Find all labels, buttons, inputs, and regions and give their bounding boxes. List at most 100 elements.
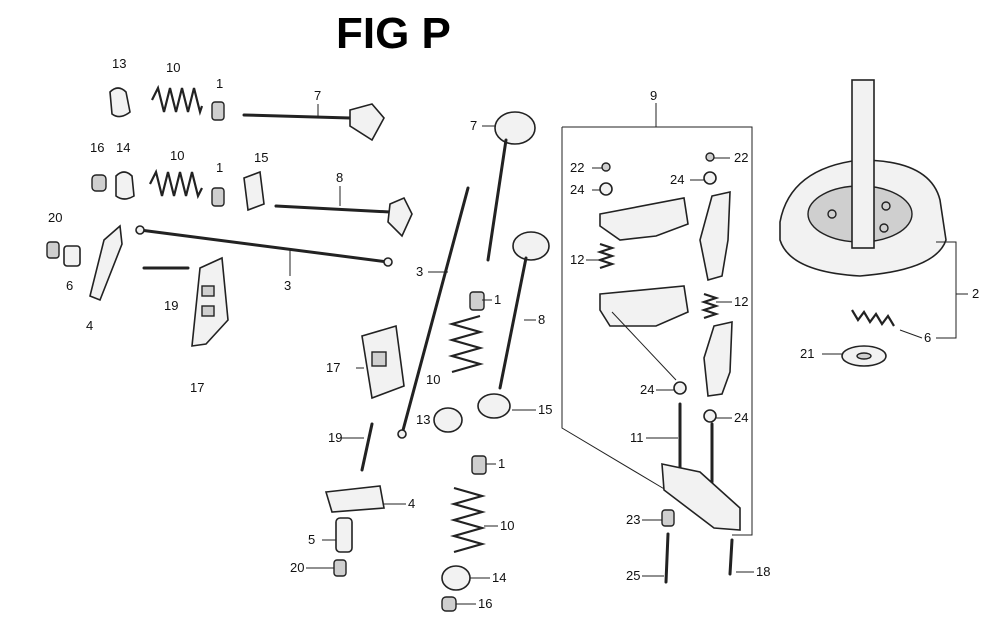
intake-valve-upper <box>242 103 385 142</box>
rocker-arm-center <box>324 485 385 513</box>
spring-12-right <box>700 292 720 320</box>
callout-24: 24 <box>640 382 654 397</box>
bracket-line-2 <box>936 241 968 339</box>
rocker-stud-center <box>360 422 374 472</box>
push-rod-guide-center <box>361 324 405 400</box>
valve-rotator-center-right <box>477 393 511 419</box>
retainer-center-upper <box>469 291 485 311</box>
callout-24: 24 <box>670 172 684 187</box>
callout-22: 22 <box>734 150 748 165</box>
push-rod-guide-left <box>191 256 229 347</box>
valve-cap-left <box>91 174 107 192</box>
callout-5: 5 <box>308 532 315 547</box>
callout-3: 3 <box>284 278 291 293</box>
washer-24-upper-left <box>599 182 613 196</box>
valve-spring-upper <box>151 84 204 116</box>
valve-spring-center <box>447 314 485 374</box>
rocker-bracket-mid-right <box>703 320 733 397</box>
adjust-nut-left <box>46 241 60 259</box>
callout-21: 21 <box>800 346 814 361</box>
rocker-bracket-mid-left <box>599 285 689 327</box>
rocker-arm-left <box>89 224 123 302</box>
rocker-bracket-upper-left <box>599 197 689 241</box>
washer-24-lower-right <box>703 409 717 423</box>
callout-19: 19 <box>164 298 178 313</box>
callout-25: 25 <box>626 568 640 583</box>
figure-title: FIG P <box>336 9 451 58</box>
callout-4: 4 <box>408 496 415 511</box>
callout-2: 2 <box>972 286 979 301</box>
exhaust-valve-center <box>498 231 550 390</box>
callout-24: 24 <box>734 410 748 425</box>
callout-24: 24 <box>570 182 584 197</box>
pivot-center <box>335 517 353 553</box>
callout-18: 18 <box>756 564 770 579</box>
base-plate <box>661 462 741 531</box>
washer-22-left <box>601 162 611 172</box>
leader-lines <box>289 104 923 605</box>
callout-17: 17 <box>190 380 204 395</box>
valve-retainer-mid <box>211 187 225 207</box>
callout-8: 8 <box>538 312 545 327</box>
callout-10: 10 <box>500 518 514 533</box>
stud-11 <box>678 402 714 484</box>
push-rod-center <box>397 186 470 439</box>
washer-24-upper-right <box>703 171 717 185</box>
callout-10: 10 <box>166 60 180 75</box>
valve-rotator-lower <box>441 565 471 591</box>
leader-line-24 <box>611 311 677 381</box>
callout-1: 1 <box>216 76 223 91</box>
callout-14: 14 <box>492 570 506 585</box>
callout-10: 10 <box>426 372 440 387</box>
callout-9: 9 <box>650 88 657 103</box>
callout-12: 12 <box>734 294 748 309</box>
callout-16: 16 <box>478 596 492 611</box>
callout-12: 12 <box>570 252 584 267</box>
callout-11: 11 <box>630 430 644 445</box>
thrust-washer-21 <box>841 345 887 367</box>
bolt-18 <box>728 538 734 576</box>
callout-8: 8 <box>336 170 343 185</box>
callout-22: 22 <box>570 160 584 175</box>
callout-labels: 13 10 1 7 16 14 10 1 15 8 20 6 3 19 4 17… <box>48 56 979 611</box>
assembly-box-9 <box>561 103 753 536</box>
callout-20: 20 <box>48 210 62 225</box>
valve-rotator-mid <box>115 171 135 200</box>
adjust-nut-center <box>333 559 347 577</box>
callout-7: 7 <box>470 118 477 133</box>
callout-16: 16 <box>90 140 104 155</box>
valve-spring-lower <box>449 486 487 554</box>
callout-19: 19 <box>328 430 342 445</box>
camshaft-gear <box>779 79 947 277</box>
decomp-spring <box>851 309 895 327</box>
valve-retainer-upper <box>211 101 225 121</box>
callout-7: 7 <box>314 88 321 103</box>
retainer-center-lower <box>471 455 487 475</box>
valve-cap-lower <box>441 596 457 612</box>
callout-13: 13 <box>112 56 126 71</box>
push-rod-long <box>135 225 393 267</box>
rocker-bracket-upper-right <box>699 190 731 282</box>
callout-17: 17 <box>326 360 340 375</box>
valve-rotator-upper <box>109 87 131 118</box>
callout-6: 6 <box>66 278 73 293</box>
callout-4: 4 <box>86 318 93 333</box>
callout-14: 14 <box>116 140 130 155</box>
pivot-left <box>63 245 81 267</box>
valve-rotator-right <box>243 170 265 212</box>
callout-1: 1 <box>498 456 505 471</box>
callout-13: 13 <box>416 412 430 427</box>
bolt-25 <box>664 532 670 584</box>
exhaust-valve-upper <box>274 196 413 238</box>
callout-1: 1 <box>216 160 223 175</box>
callout-15: 15 <box>538 402 552 417</box>
valve-rotator-center-left <box>433 407 463 433</box>
callout-23: 23 <box>626 512 640 527</box>
callout-3: 3 <box>416 264 423 279</box>
spring-12-left <box>596 242 616 270</box>
callout-20: 20 <box>290 560 304 575</box>
callout-10: 10 <box>170 148 184 163</box>
intake-valve-center <box>486 111 536 262</box>
valve-spring-mid <box>149 168 203 200</box>
